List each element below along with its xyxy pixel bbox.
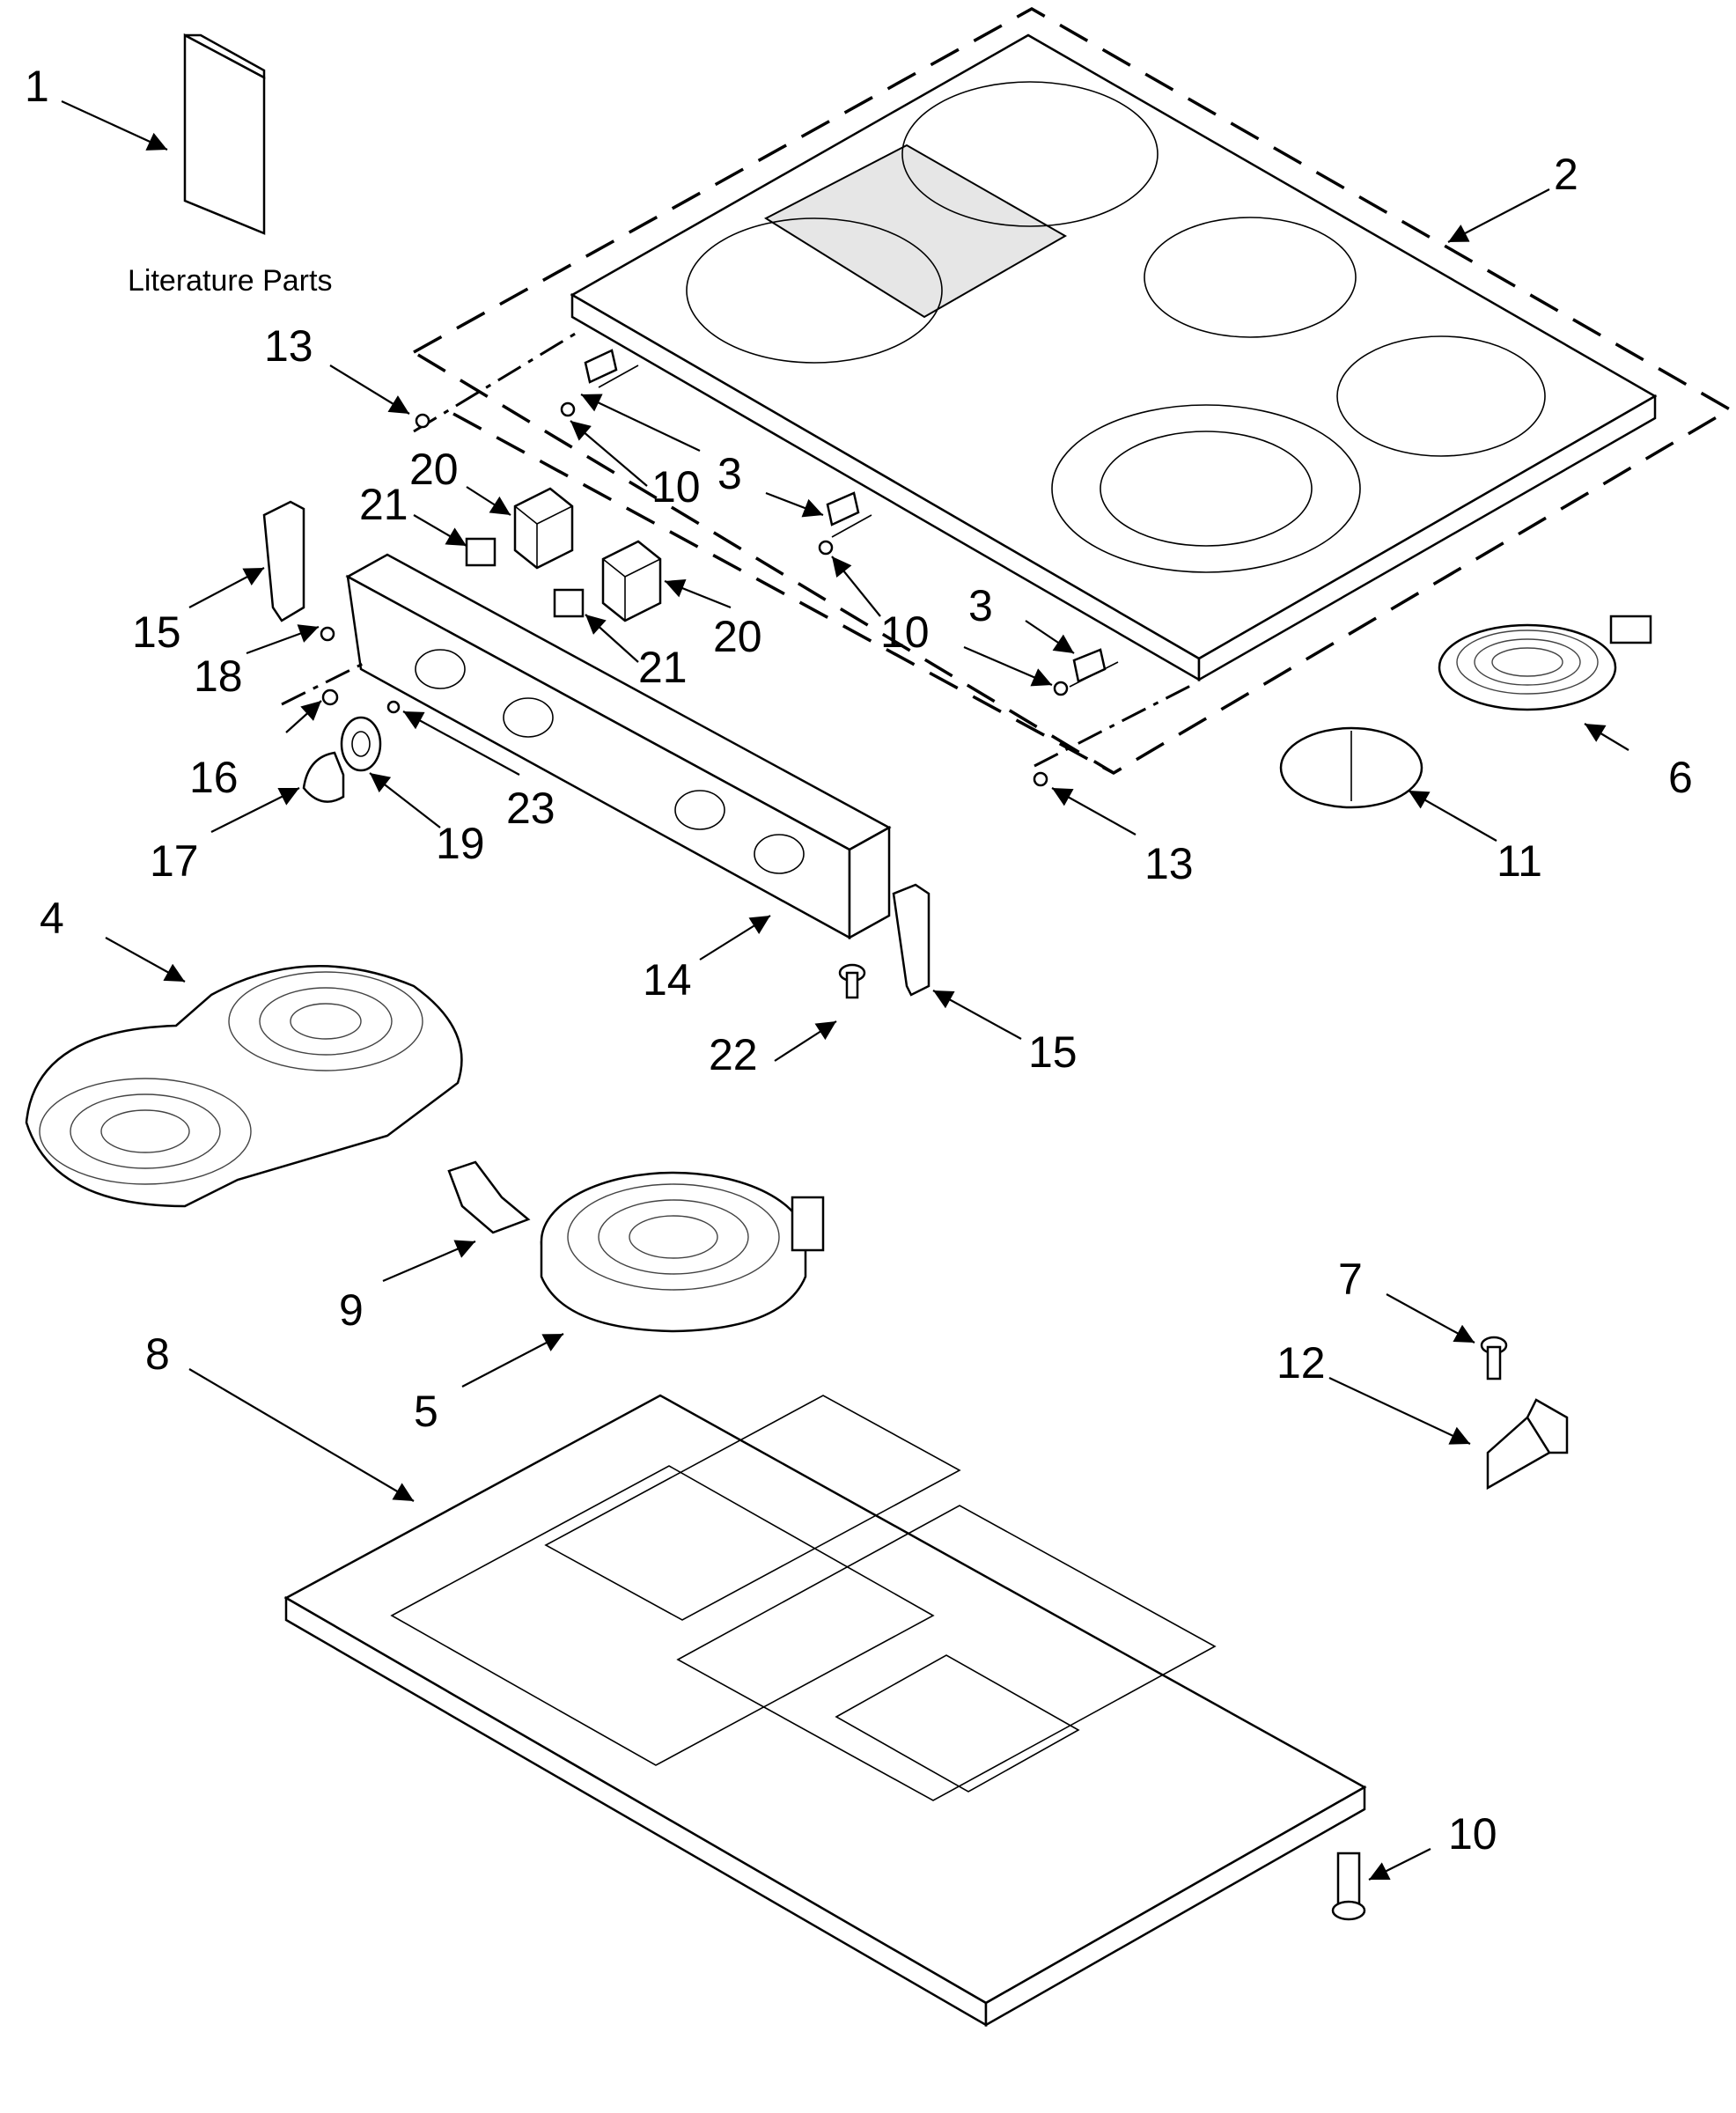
callout-1: 1 (25, 62, 49, 111)
burner-box-8 (283, 1394, 1367, 2028)
centerline-console (281, 659, 371, 706)
callout-23: 23 (506, 784, 555, 833)
callout-17: 17 (150, 836, 199, 886)
callout-3-b: 3 (968, 581, 993, 630)
screw-10-base (1331, 1852, 1366, 1921)
reflector-11 (1279, 726, 1423, 809)
callout-2: 2 (1554, 150, 1578, 199)
callout-3-a: 3 (717, 449, 742, 498)
switch-20-lower (601, 540, 662, 622)
plate-21-upper (465, 537, 497, 567)
callout-20-a: 20 (409, 445, 459, 494)
screw-10-c (1053, 681, 1069, 696)
bracket-9 (447, 1160, 531, 1234)
callout-7: 7 (1338, 1255, 1363, 1304)
literature-parts (183, 33, 266, 235)
callout-9: 9 (339, 1285, 364, 1335)
callout-labels: 1 2 3 3 4 5 6 7 8 9 10 10 10 11 12 13 13… (25, 62, 1693, 1859)
end-cap-left (262, 500, 305, 622)
callout-10-a: 10 (651, 462, 701, 512)
callout-21-a: 21 (359, 480, 408, 529)
screw-13-upper (415, 413, 430, 429)
callout-18: 18 (194, 652, 243, 701)
bracket-clip-c (1069, 648, 1119, 688)
callout-13-a: 13 (264, 321, 313, 371)
screw-23 (386, 700, 401, 714)
callout-14: 14 (643, 955, 692, 1005)
centerline-right (1034, 681, 1198, 768)
cooktop-lower-outline (452, 412, 1114, 775)
bracket-clip-b (826, 491, 872, 538)
screw-13-lower (1033, 771, 1048, 787)
screw-18 (320, 626, 335, 642)
screw-10-b (818, 540, 834, 556)
callout-10-c: 10 (1448, 1809, 1497, 1859)
callout-19: 19 (436, 819, 485, 868)
screw-10-a (560, 401, 576, 417)
callout-4: 4 (40, 894, 64, 943)
callout-20-b: 20 (713, 612, 762, 661)
callout-22: 22 (709, 1030, 758, 1079)
callout-6: 6 (1668, 753, 1693, 802)
bezel-19 (340, 716, 382, 772)
callout-16: 16 (189, 753, 239, 802)
callout-13-b: 13 (1144, 839, 1194, 888)
bracket-clip-a (584, 349, 639, 388)
screw-7 (1480, 1336, 1508, 1380)
callout-15-a: 15 (132, 607, 181, 657)
knob-17 (302, 751, 345, 803)
cooktop-assembly-outline (410, 6, 1733, 776)
switch-20-upper (513, 487, 574, 570)
callout-21-b: 21 (638, 643, 688, 692)
anti-tip-bracket-12 (1486, 1398, 1569, 1491)
clip-16 (321, 688, 339, 706)
element-6 (1438, 615, 1652, 711)
callout-15-b: 15 (1028, 1027, 1078, 1077)
literature-label: Literature Parts (128, 264, 332, 298)
centerline-left (413, 328, 582, 433)
screw-22 (838, 963, 866, 999)
plate-21-lower (553, 588, 585, 618)
leader-lines (61, 100, 1629, 1881)
control-console (345, 553, 892, 940)
callout-5: 5 (414, 1387, 438, 1436)
element-5 (540, 1171, 825, 1333)
callout-11: 11 (1497, 836, 1542, 886)
callout-10-b: 10 (880, 607, 930, 657)
callout-8: 8 (145, 1329, 170, 1379)
end-cap-right (892, 883, 931, 997)
dual-element-4 (25, 965, 463, 1208)
callout-12: 12 (1276, 1338, 1326, 1388)
cooktop-glass (570, 33, 1658, 682)
